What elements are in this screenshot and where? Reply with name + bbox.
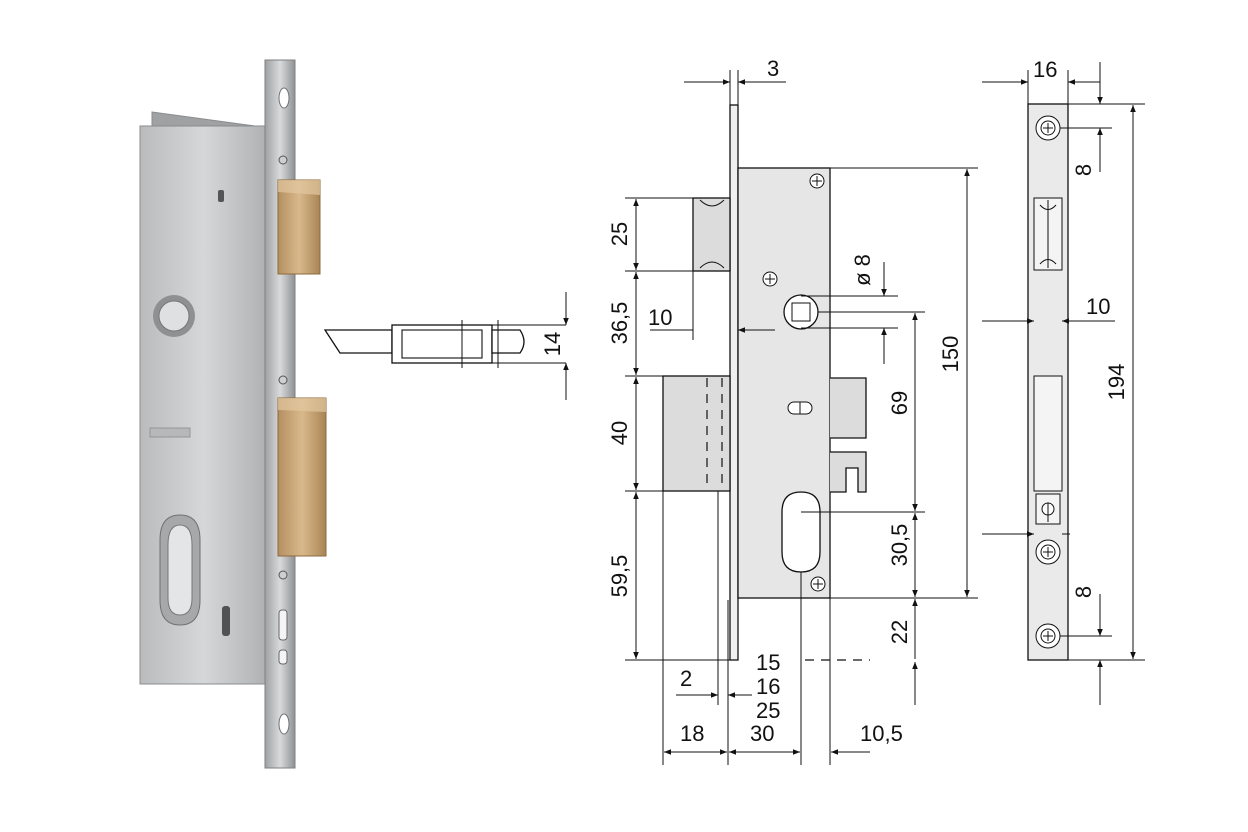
dim-thickness-2: 2	[680, 666, 692, 691]
dim-strike-width: 16	[1033, 57, 1057, 82]
dim-bolt-throw: 18	[680, 721, 704, 746]
dim-handle-to-cylinder: 69	[887, 391, 912, 415]
strike-drawing: 16 8 10 194 8	[982, 57, 1145, 705]
dim-strike-screw-offset-bottom: 8	[1071, 586, 1096, 598]
dim-faceplate-thickness: 3	[767, 56, 779, 81]
screw-icon	[1035, 539, 1061, 565]
dim-latch-height: 25	[607, 222, 632, 246]
screw-icon	[1035, 115, 1061, 141]
dim-cylinder-to-bottom-screw: 30,5	[887, 524, 912, 567]
front-drawing: 3 25 36,5 40 59,5 10 ø 8 69 3	[607, 56, 978, 765]
dim-latch-side-offset: 10	[648, 305, 672, 330]
dim-bottom-section: 59,5	[607, 555, 632, 598]
dim-case-to-plate-end: 22	[887, 620, 912, 644]
screw-icon	[762, 271, 778, 287]
dim-strike-screw-offset-top: 8	[1071, 164, 1096, 176]
dim-handle-hole-diameter: ø 8	[850, 254, 875, 286]
dim-strike-slot-offset: 10	[1086, 294, 1110, 319]
dim-latch-to-handle: 36,5	[607, 302, 632, 345]
dim-case-height: 150	[938, 336, 963, 373]
dim-backset-c: 25	[756, 698, 780, 723]
screw-icon	[810, 576, 826, 592]
cylinder-slot	[781, 491, 821, 573]
dim-backset-d: 30	[750, 721, 774, 746]
lock-photo	[139, 59, 327, 769]
latch-profile: 14	[323, 292, 569, 400]
dim-latch-side-depth: 14	[540, 332, 565, 356]
dim-strike-height: 194	[1104, 364, 1129, 401]
dim-deadbolt-height: 40	[607, 421, 632, 445]
screw-icon	[1035, 623, 1061, 649]
dim-cylinder-offset: 10,5	[860, 721, 903, 746]
dim-backset-a: 15	[756, 650, 780, 675]
dim-backset-b: 16	[756, 674, 780, 699]
screw-icon	[809, 173, 825, 189]
